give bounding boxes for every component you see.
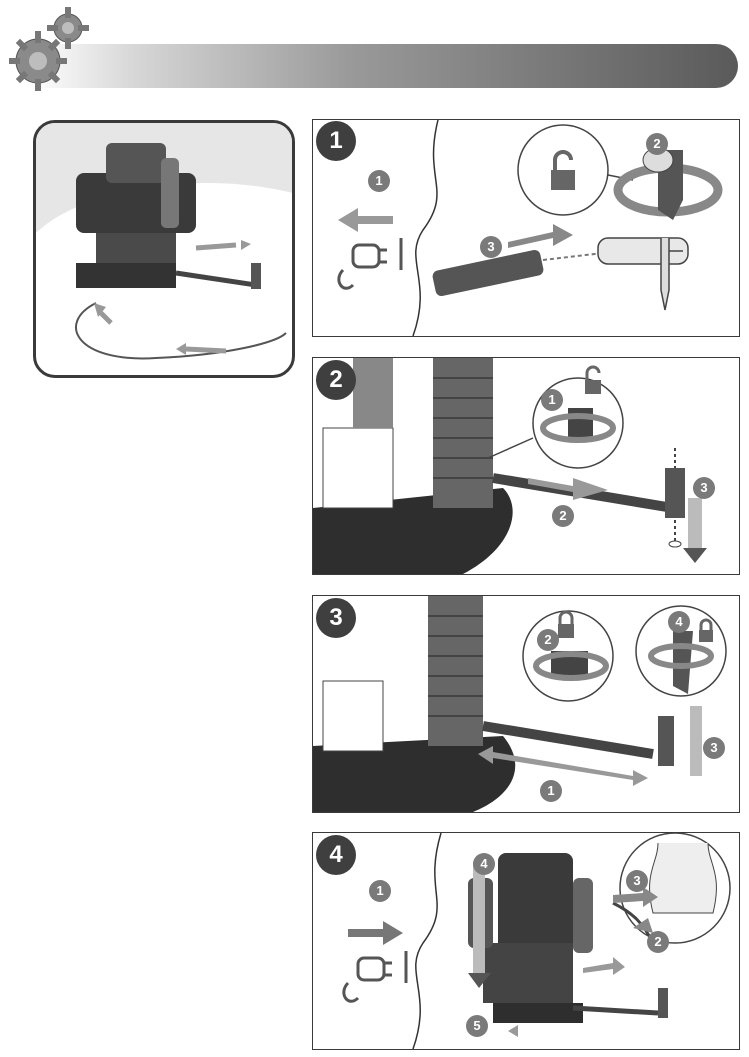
step-4-marker-2: 2 bbox=[647, 931, 669, 953]
step-1-illustration bbox=[337, 120, 723, 336]
step-1-panel bbox=[312, 119, 740, 337]
step-2-badge: 2 bbox=[316, 360, 356, 400]
step-3-badge: 3 bbox=[316, 598, 356, 638]
step-4-marker-1: 1 bbox=[369, 880, 391, 902]
overview-panel bbox=[33, 120, 295, 378]
step-3-marker-1: 1 bbox=[540, 780, 562, 802]
step-1-marker-2: 2 bbox=[646, 133, 668, 155]
unlock-icon bbox=[585, 365, 601, 394]
step-4-illustration bbox=[342, 833, 731, 1049]
lock-icon bbox=[699, 618, 713, 642]
step-3-marker-2: 2 bbox=[537, 629, 559, 651]
compass-pin-icon bbox=[665, 448, 685, 548]
step-1-badge: 1 bbox=[316, 121, 356, 161]
step-4-badge: 4 bbox=[316, 835, 356, 875]
plug-icon bbox=[342, 951, 408, 1003]
step-4-panel bbox=[312, 832, 740, 1050]
step-4-marker-3: 3 bbox=[626, 870, 648, 892]
step-2-marker-2: 2 bbox=[552, 505, 574, 527]
router-overview-illustration bbox=[36, 123, 292, 363]
step-2-marker-1: 1 bbox=[541, 389, 563, 411]
gears-icon bbox=[9, 7, 89, 91]
router-tool-icon bbox=[468, 853, 593, 1023]
unlock-icon bbox=[551, 150, 575, 190]
step-3-marker-4: 4 bbox=[668, 611, 690, 633]
step-1-marker-1: 1 bbox=[368, 170, 390, 192]
step-4-marker-5: 5 bbox=[466, 1015, 488, 1037]
step-1-marker-3: 3 bbox=[480, 236, 502, 258]
step-2-panel bbox=[312, 357, 740, 575]
section-header-bar bbox=[30, 44, 738, 88]
step-4-marker-4: 4 bbox=[473, 853, 495, 875]
step-2-marker-3: 3 bbox=[693, 477, 715, 499]
plug-icon bbox=[337, 238, 403, 290]
step-2-illustration bbox=[313, 358, 739, 574]
lock-icon bbox=[558, 610, 574, 638]
step-3-marker-3: 3 bbox=[703, 737, 725, 759]
